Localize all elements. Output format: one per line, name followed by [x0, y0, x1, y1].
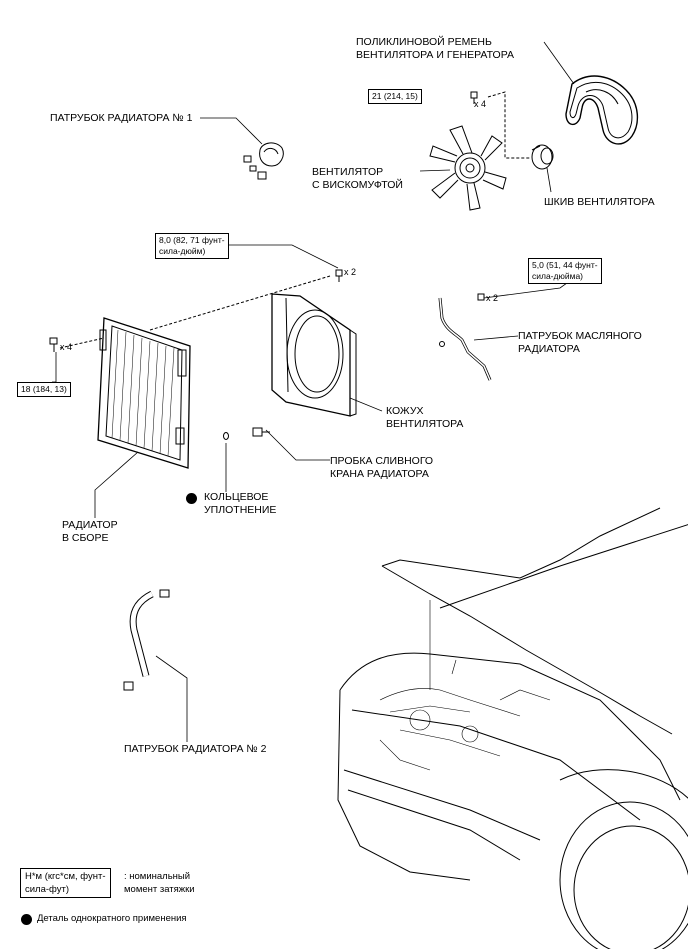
single-use-mark: [186, 493, 197, 504]
hose1-label: ПАТРУБОК РАДИАТОРА № 1: [50, 112, 193, 124]
fan-pulley-drawing: [531, 144, 554, 170]
shroud-bolt-drawing: [335, 269, 343, 282]
shroud-torque-box: 8,0 (82, 71 фунт- сила-дюйм): [155, 233, 229, 259]
o-ring-label-line2: УПЛОТНЕНИЕ: [204, 504, 277, 516]
belt-label-line2: ВЕНТИЛЯТОРА И ГЕНЕРАТОРА: [356, 49, 514, 61]
radiator-drawing: [97, 317, 191, 469]
hose2-label: ПАТРУБОК РАДИАТОРА № 2: [124, 743, 267, 755]
legend-torque-box: Н*м (кгс*см, фунт- сила-фут): [20, 868, 111, 898]
fan-bolt-qty: x 4: [474, 99, 487, 109]
radiator-label-line1: РАДИАТОР: [62, 519, 118, 531]
oil-hose-label-line2: РАДИАТОРА: [518, 343, 580, 355]
legend-torque-line2: сила-фут): [25, 884, 70, 895]
radiator-bolt-qty: x 4: [60, 342, 73, 352]
legend-single-use-mark: [21, 914, 32, 925]
shroud-label-line1: КОЖУХ: [386, 405, 424, 417]
vehicle-front-drawing: [337, 507, 688, 949]
fan-label-line1: ВЕНТИЛЯТОР: [312, 166, 384, 178]
o-ring-label-line1: КОЛЬЦЕВОЕ: [204, 491, 269, 503]
oil-bolt-qty: x 2: [486, 293, 499, 303]
radiator-hose-1-drawing: [243, 142, 284, 180]
fan-torque-box: 21 (214, 15): [368, 89, 422, 104]
drain-label-line1: ПРОБКА СЛИВНОГО: [330, 455, 434, 467]
fan-clutch-drawing: [429, 125, 507, 211]
legend-single-use-text: Деталь однократного применения: [37, 913, 187, 924]
radiator-torque-box: 18 (184, 13): [17, 382, 71, 397]
shroud-torque-line1: 8,0 (82, 71 фунт-: [159, 235, 225, 245]
fan-bolt-drawing: [470, 91, 478, 104]
drive-belt-drawing: [565, 75, 639, 145]
oil-torque-line2: сила-дюйма): [532, 271, 583, 281]
legend-torque-desc-line2: момент затяжки: [124, 884, 195, 895]
pulley-label: ШКИВ ВЕНТИЛЯТОРА: [544, 196, 655, 208]
belt-label-line1: ПОЛИКЛИНОВОЙ РЕМЕНЬ: [356, 36, 492, 48]
drain-label-line2: КРАНА РАДИАТОРА: [330, 468, 429, 480]
shroud-label-line2: ВЕНТИЛЯТОРА: [386, 418, 464, 430]
oil-torque-box: 5,0 (51, 44 фунт- сила-дюйма): [528, 258, 602, 284]
radiator-hose-2-drawing: [123, 589, 170, 691]
oil-hose-label-line1: ПАТРУБОК МАСЛЯНОГО: [518, 330, 642, 342]
drain-plug-drawing: [223, 427, 270, 440]
fan-label-line2: С ВИСКОМУФТОЙ: [312, 179, 403, 191]
radiator-label-line2: В СБОРЕ: [62, 532, 109, 544]
radiator-bolt-drawing: [49, 337, 58, 352]
legend-torque-desc-line1: : номинальный: [124, 871, 191, 882]
shroud-bolt-qty: x 2: [344, 267, 357, 277]
fan-shroud-drawing: [271, 293, 357, 417]
oil-torque-line1: 5,0 (51, 44 фунт-: [532, 260, 598, 270]
shroud-torque-line2: сила-дюйм): [159, 246, 206, 256]
oil-cooler-hose-drawing: [438, 293, 492, 381]
legend-torque-line1: Н*м (кгс*см, фунт-: [25, 871, 106, 882]
